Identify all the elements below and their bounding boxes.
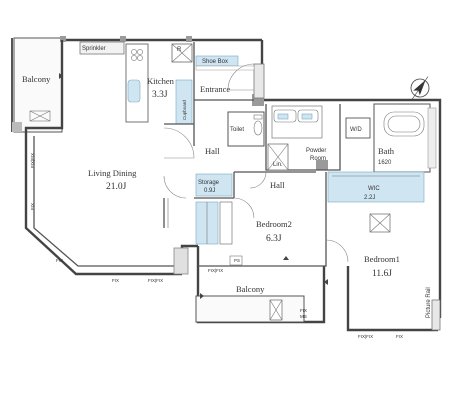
halls: Hall Hall xyxy=(194,146,316,199)
storage-label: Storage xyxy=(198,180,220,186)
north-arrow-icon xyxy=(410,76,430,100)
toilet-label: Toilet xyxy=(230,127,244,133)
balcony-west xyxy=(11,37,63,133)
fix-mark-1: FIX|FIX xyxy=(30,153,35,168)
powder-room: Lin. Powder Room xyxy=(265,104,341,171)
cupboard-label: Cupboard xyxy=(182,100,187,120)
storage-area: 0.9J xyxy=(204,188,215,194)
balcony-south: Balcony MB FIX xyxy=(195,284,307,323)
refrigerator-mark: R xyxy=(177,47,182,53)
balcony-west-label: Balcony xyxy=(22,74,51,84)
balcony-south-door-arrow-icon xyxy=(200,293,204,299)
bedroom2-window-arrow-icon xyxy=(283,256,289,260)
bedroom1-door-arrow-icon xyxy=(324,279,328,285)
washer-dryer: W/D xyxy=(345,117,371,139)
fix-mark-8: FIX xyxy=(396,334,403,339)
kitchen: Sprinkler R Cupboard Kitchen 3.3J xyxy=(79,41,194,125)
wic: WIC 2.2J xyxy=(327,171,425,233)
wd-label: W/D xyxy=(350,127,362,133)
bedroom2-area: 6.3J xyxy=(266,234,282,244)
bath-label: Bath xyxy=(378,146,395,156)
entrance-area: Shoe Box Entrance xyxy=(193,42,255,146)
structural-columns xyxy=(173,63,441,331)
bedroom2: Bedroom2 6.3J FIX|FIX PS xyxy=(195,172,327,273)
powder-room-label-2: Room xyxy=(310,156,326,162)
bath: Bath 1620 xyxy=(373,103,437,173)
fix-mark-5: FIX|FIX xyxy=(148,278,163,283)
entrance-label: Entrance xyxy=(200,84,230,94)
meter-ps: PS xyxy=(234,258,240,263)
fix-mark-7: FIX|FIX xyxy=(358,334,373,339)
kitchen-label: Kitchen xyxy=(147,76,175,86)
wic-label: WIC xyxy=(368,186,380,192)
meter-mb: MB xyxy=(300,314,307,319)
fix-mark-4: FIX xyxy=(112,278,119,283)
living-dining-area: 21.0J xyxy=(106,182,127,192)
fix-mark-2: FIX xyxy=(30,203,35,210)
bedroom2-label: Bedroom2 xyxy=(256,219,292,229)
picture-rail-label: Picture Rail xyxy=(426,287,432,318)
storage: Storage 0.9J xyxy=(195,173,233,197)
bedroom1-area: 11.6J xyxy=(372,269,392,279)
living-dining-label: Living Dining xyxy=(88,168,137,178)
shoe-box-label: Shoe Box xyxy=(202,59,228,65)
kitchen-area: 3.3J xyxy=(152,90,168,100)
balcony-south-label: Balcony xyxy=(236,284,265,294)
living-dining: Living Dining 21.0J FIX|FIX FIX FIX FIX … xyxy=(30,127,195,283)
fix-mark-3: FIX xyxy=(56,258,63,263)
wic-area: 2.2J xyxy=(364,195,375,201)
exterior-walls xyxy=(24,36,442,332)
bath-size: 1620 xyxy=(378,160,392,166)
hall-upper-label: Hall xyxy=(205,146,220,156)
bedroom1-label: Bedroom1 xyxy=(364,254,400,264)
linen-label: Lin. xyxy=(273,162,283,168)
toilet: Toilet xyxy=(227,111,265,147)
hall-lower-label: Hall xyxy=(270,180,285,190)
sprinkler-label: Sprinkler xyxy=(82,46,106,52)
powder-room-label-1: Powder xyxy=(306,148,326,154)
fix-mark-9: FIX xyxy=(300,308,307,313)
bedroom1: Bedroom1 11.6J Picture Rail FIX|FIX FIX xyxy=(324,239,432,339)
fix-mark-6: FIX|FIX xyxy=(208,268,223,273)
